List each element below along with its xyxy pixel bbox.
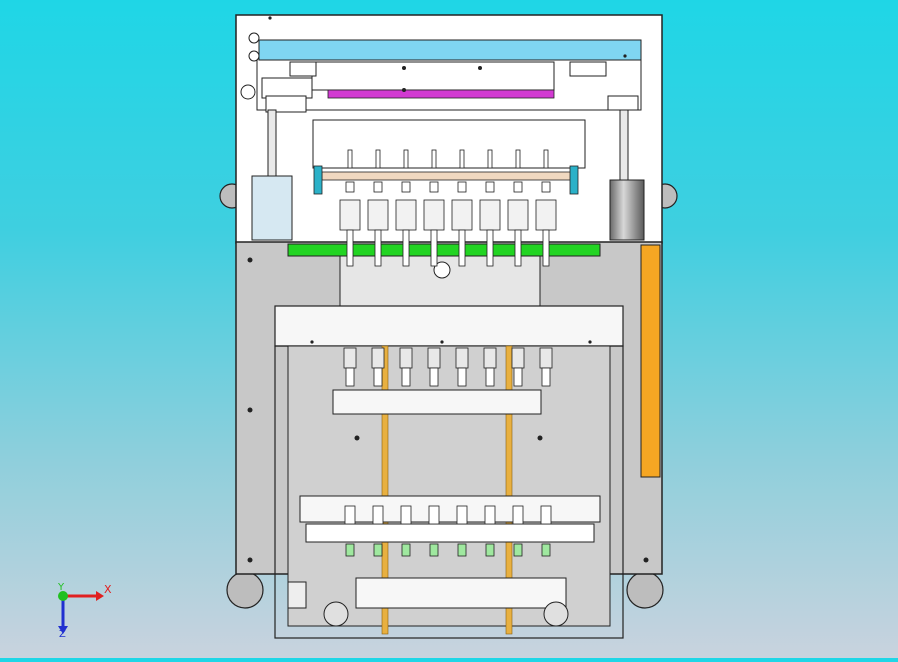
lower-tool bbox=[428, 505, 440, 557]
middle-bar bbox=[332, 389, 542, 415]
bottom-left-box bbox=[287, 581, 307, 609]
lower-tool bbox=[372, 505, 384, 557]
tool-rod-end-right bbox=[569, 165, 579, 195]
lower-tool bbox=[540, 505, 552, 557]
triad-x-label: X bbox=[104, 583, 112, 596]
middle-tool bbox=[427, 347, 441, 387]
tool-rod-end-left bbox=[313, 165, 323, 195]
tool-rod bbox=[321, 171, 577, 181]
upper-tool bbox=[367, 149, 389, 267]
casters bbox=[219, 183, 678, 609]
upper-tool bbox=[451, 149, 473, 267]
gold-rod-right bbox=[505, 345, 513, 635]
middle-tool bbox=[371, 347, 385, 387]
middle-tool bbox=[511, 347, 525, 387]
lower-tool bbox=[344, 505, 356, 557]
right-cylinder bbox=[609, 179, 645, 241]
lower-tool bbox=[400, 505, 412, 557]
coordinate-triad: X Y Z bbox=[57, 582, 112, 640]
upper-tool bbox=[339, 149, 361, 267]
middle-tool bbox=[399, 347, 413, 387]
orange-side-panel bbox=[640, 244, 661, 478]
caster-bottom-right bbox=[626, 571, 664, 609]
bottom-disc-right bbox=[543, 601, 569, 627]
front-crossbeam bbox=[274, 305, 624, 347]
middle-tool-array bbox=[343, 347, 553, 387]
lower-tool-bar-back bbox=[305, 523, 595, 543]
upper-guide bbox=[311, 61, 555, 91]
upper-tool-array bbox=[339, 149, 557, 267]
upper-tool bbox=[507, 149, 529, 267]
carriage bbox=[339, 255, 541, 307]
upper-tool bbox=[395, 149, 417, 267]
left-cylinder-block bbox=[251, 175, 293, 241]
caster-bottom-left bbox=[226, 571, 264, 609]
gold-rod-left bbox=[381, 345, 389, 635]
tool-frame bbox=[312, 119, 586, 169]
middle-tool bbox=[455, 347, 469, 387]
triad-y-label: Y bbox=[57, 582, 65, 593]
middle-tool bbox=[539, 347, 553, 387]
upper-tool bbox=[423, 149, 445, 267]
lower-tool bbox=[484, 505, 496, 557]
lower-tool bbox=[512, 505, 524, 557]
triad-z-label: Z bbox=[59, 629, 66, 640]
green-plate bbox=[287, 243, 601, 257]
bottom-assembly bbox=[355, 577, 567, 609]
magenta-strip bbox=[327, 89, 555, 99]
lower-tool-array bbox=[344, 505, 552, 557]
bottom-disc-left bbox=[323, 601, 349, 627]
middle-tool bbox=[483, 347, 497, 387]
upper-tool bbox=[479, 149, 501, 267]
bolts bbox=[247, 16, 649, 563]
lower-tool bbox=[456, 505, 468, 557]
blue-rail bbox=[258, 39, 642, 61]
upper-fittings bbox=[240, 32, 639, 113]
carriage-hub bbox=[433, 261, 451, 279]
upper-tool bbox=[535, 149, 557, 267]
middle-tool bbox=[343, 347, 357, 387]
